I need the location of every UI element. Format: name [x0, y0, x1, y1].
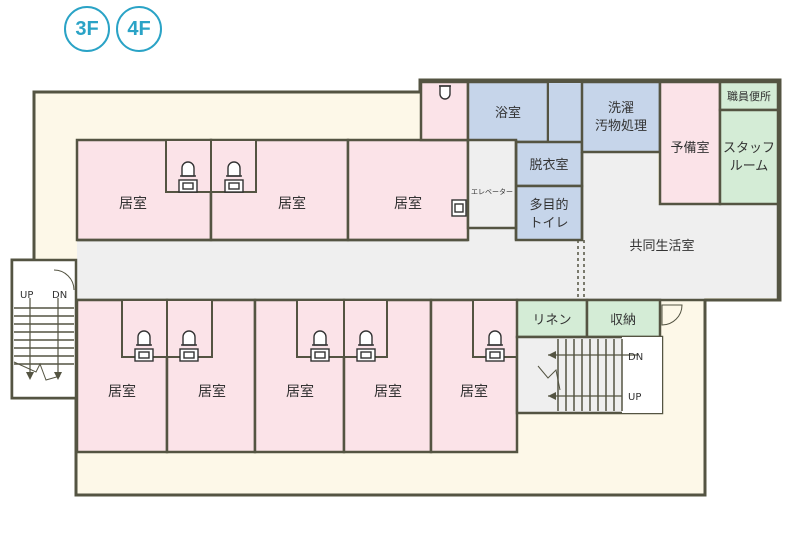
common-room-label: 共同生活室: [629, 238, 694, 254]
toilet-fixture-icon: [179, 330, 199, 362]
elevator-label: エレベーター: [471, 187, 513, 196]
multi-toilet-label-line2: トイレ: [529, 216, 568, 231]
stairs-up-label-left: UP: [20, 290, 33, 301]
stairwell-left: [10, 258, 78, 400]
storage-label: 収納: [610, 313, 636, 328]
multi-toilet-label-line1: 多目的: [529, 197, 568, 213]
staff-room-label-line2: ルーム: [730, 159, 769, 174]
staff-toilet-label: 職員便所: [727, 90, 771, 103]
laundry-label-line1: 洗濯: [608, 101, 634, 116]
room-label-south-1: 居室: [108, 383, 136, 400]
stair-arrowhead-right-top: [548, 351, 556, 359]
dressing-room-label: 脱衣室: [529, 157, 568, 173]
toilet-fixture-icon: [134, 330, 154, 362]
room-north-3: [346, 138, 470, 242]
laundry-label-line2: 汚物処理: [595, 119, 647, 134]
floor-3f-badge[interactable]: 3F: [64, 6, 110, 52]
toilet-south-1: [121, 299, 168, 358]
toilet-south-5: [472, 299, 518, 358]
storage-room: [585, 298, 662, 339]
room-label-south-4: 居室: [374, 383, 402, 400]
door-swing-stairs-left: [53, 269, 75, 291]
staff-toilet: [718, 80, 780, 112]
staff-room: [718, 108, 780, 206]
room-label-north-1: 居室: [119, 195, 147, 212]
stairs-down-label-left: DN: [52, 290, 67, 301]
room-label-south-2: 居室: [198, 383, 226, 400]
door-swing-storage: [661, 304, 683, 326]
staff-room-label-line1: スタッフ: [723, 141, 775, 156]
stair-treads-right: [557, 339, 623, 411]
stair-treads-left: [14, 307, 74, 365]
spare-room: [658, 80, 722, 206]
stair-break-line-right: [537, 365, 561, 391]
stairwell-right-landing: [622, 337, 662, 413]
bath-label: 浴室: [495, 105, 521, 121]
toilet-fixture-icon: [224, 161, 244, 193]
multipurpose-toilet: [514, 184, 584, 242]
stairs-down-label-right: DN: [628, 352, 643, 363]
toilet-fixture-icon: [485, 330, 505, 362]
room-label-south-3: 居室: [286, 383, 314, 400]
toilet-fixture-icon: [439, 85, 451, 100]
laundry-room: [580, 80, 662, 154]
room-label-south-5: 居室: [460, 383, 488, 400]
stair-arrowhead-down: [54, 372, 62, 380]
toilet-fixture-icon: [356, 330, 376, 362]
toilet-south-4: [343, 299, 388, 358]
toilet-fixture-icon: [310, 330, 330, 362]
bath-annex: [547, 81, 583, 143]
sink-icon: [451, 199, 467, 217]
floor-4f-badge[interactable]: 4F: [116, 6, 162, 52]
stairs-up-label-right: UP: [628, 392, 641, 403]
room-label-north-3: 居室: [394, 195, 422, 212]
elevator: [466, 138, 518, 230]
stair-arrowhead-right-bottom: [548, 392, 556, 400]
stair-arrowhead-up: [26, 372, 34, 380]
spare-room-label: 予備室: [670, 140, 709, 156]
stair-break-line: [13, 361, 61, 381]
toilet-fixture-icon: [178, 161, 198, 193]
linen-label: リネン: [532, 313, 571, 328]
room-label-north-2: 居室: [278, 195, 306, 212]
